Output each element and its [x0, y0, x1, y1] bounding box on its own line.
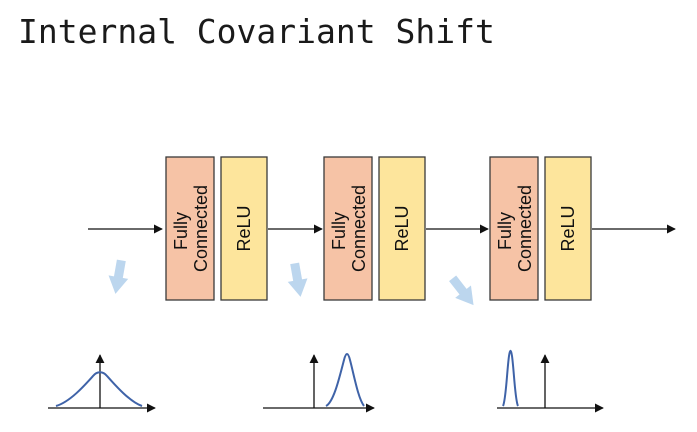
shift-arrow-1: [108, 259, 129, 294]
layer-block-1: Fully Connected ReLU: [165, 156, 268, 301]
relu-box: [220, 156, 268, 301]
fully-connected-label: Fully Connected: [329, 185, 369, 272]
relu-box: [544, 156, 592, 301]
fully-connected-label: Fully Connected: [171, 185, 211, 272]
distribution-plot-3: [497, 349, 604, 413]
layer-block-3: Fully Connected ReLU: [489, 156, 592, 301]
relu-label: ReLU: [392, 205, 412, 251]
distribution-curve-icon: [325, 353, 365, 407]
distribution-curve-icon: [55, 371, 143, 407]
distribution-plot-1: [48, 354, 156, 413]
relu-label: ReLU: [234, 205, 254, 251]
fully-connected-box: [323, 156, 373, 301]
shift-arrow-2: [287, 262, 308, 297]
down-arrow-icon: [449, 275, 474, 306]
distribution-plot-2: [263, 353, 375, 413]
relu-label: ReLU: [558, 205, 578, 251]
fully-connected-box: [165, 156, 215, 301]
page-title: Internal Covariant Shift: [18, 12, 495, 51]
down-arrow-icon: [287, 262, 308, 297]
distribution-curve-icon: [502, 349, 519, 407]
layer-block-2: Fully Connected ReLU: [323, 156, 426, 301]
relu-box: [378, 156, 426, 301]
fully-connected-box: [489, 156, 539, 301]
shift-arrow-3: [449, 275, 474, 306]
fully-connected-label: Fully Connected: [495, 185, 535, 272]
down-arrow-icon: [108, 259, 129, 294]
